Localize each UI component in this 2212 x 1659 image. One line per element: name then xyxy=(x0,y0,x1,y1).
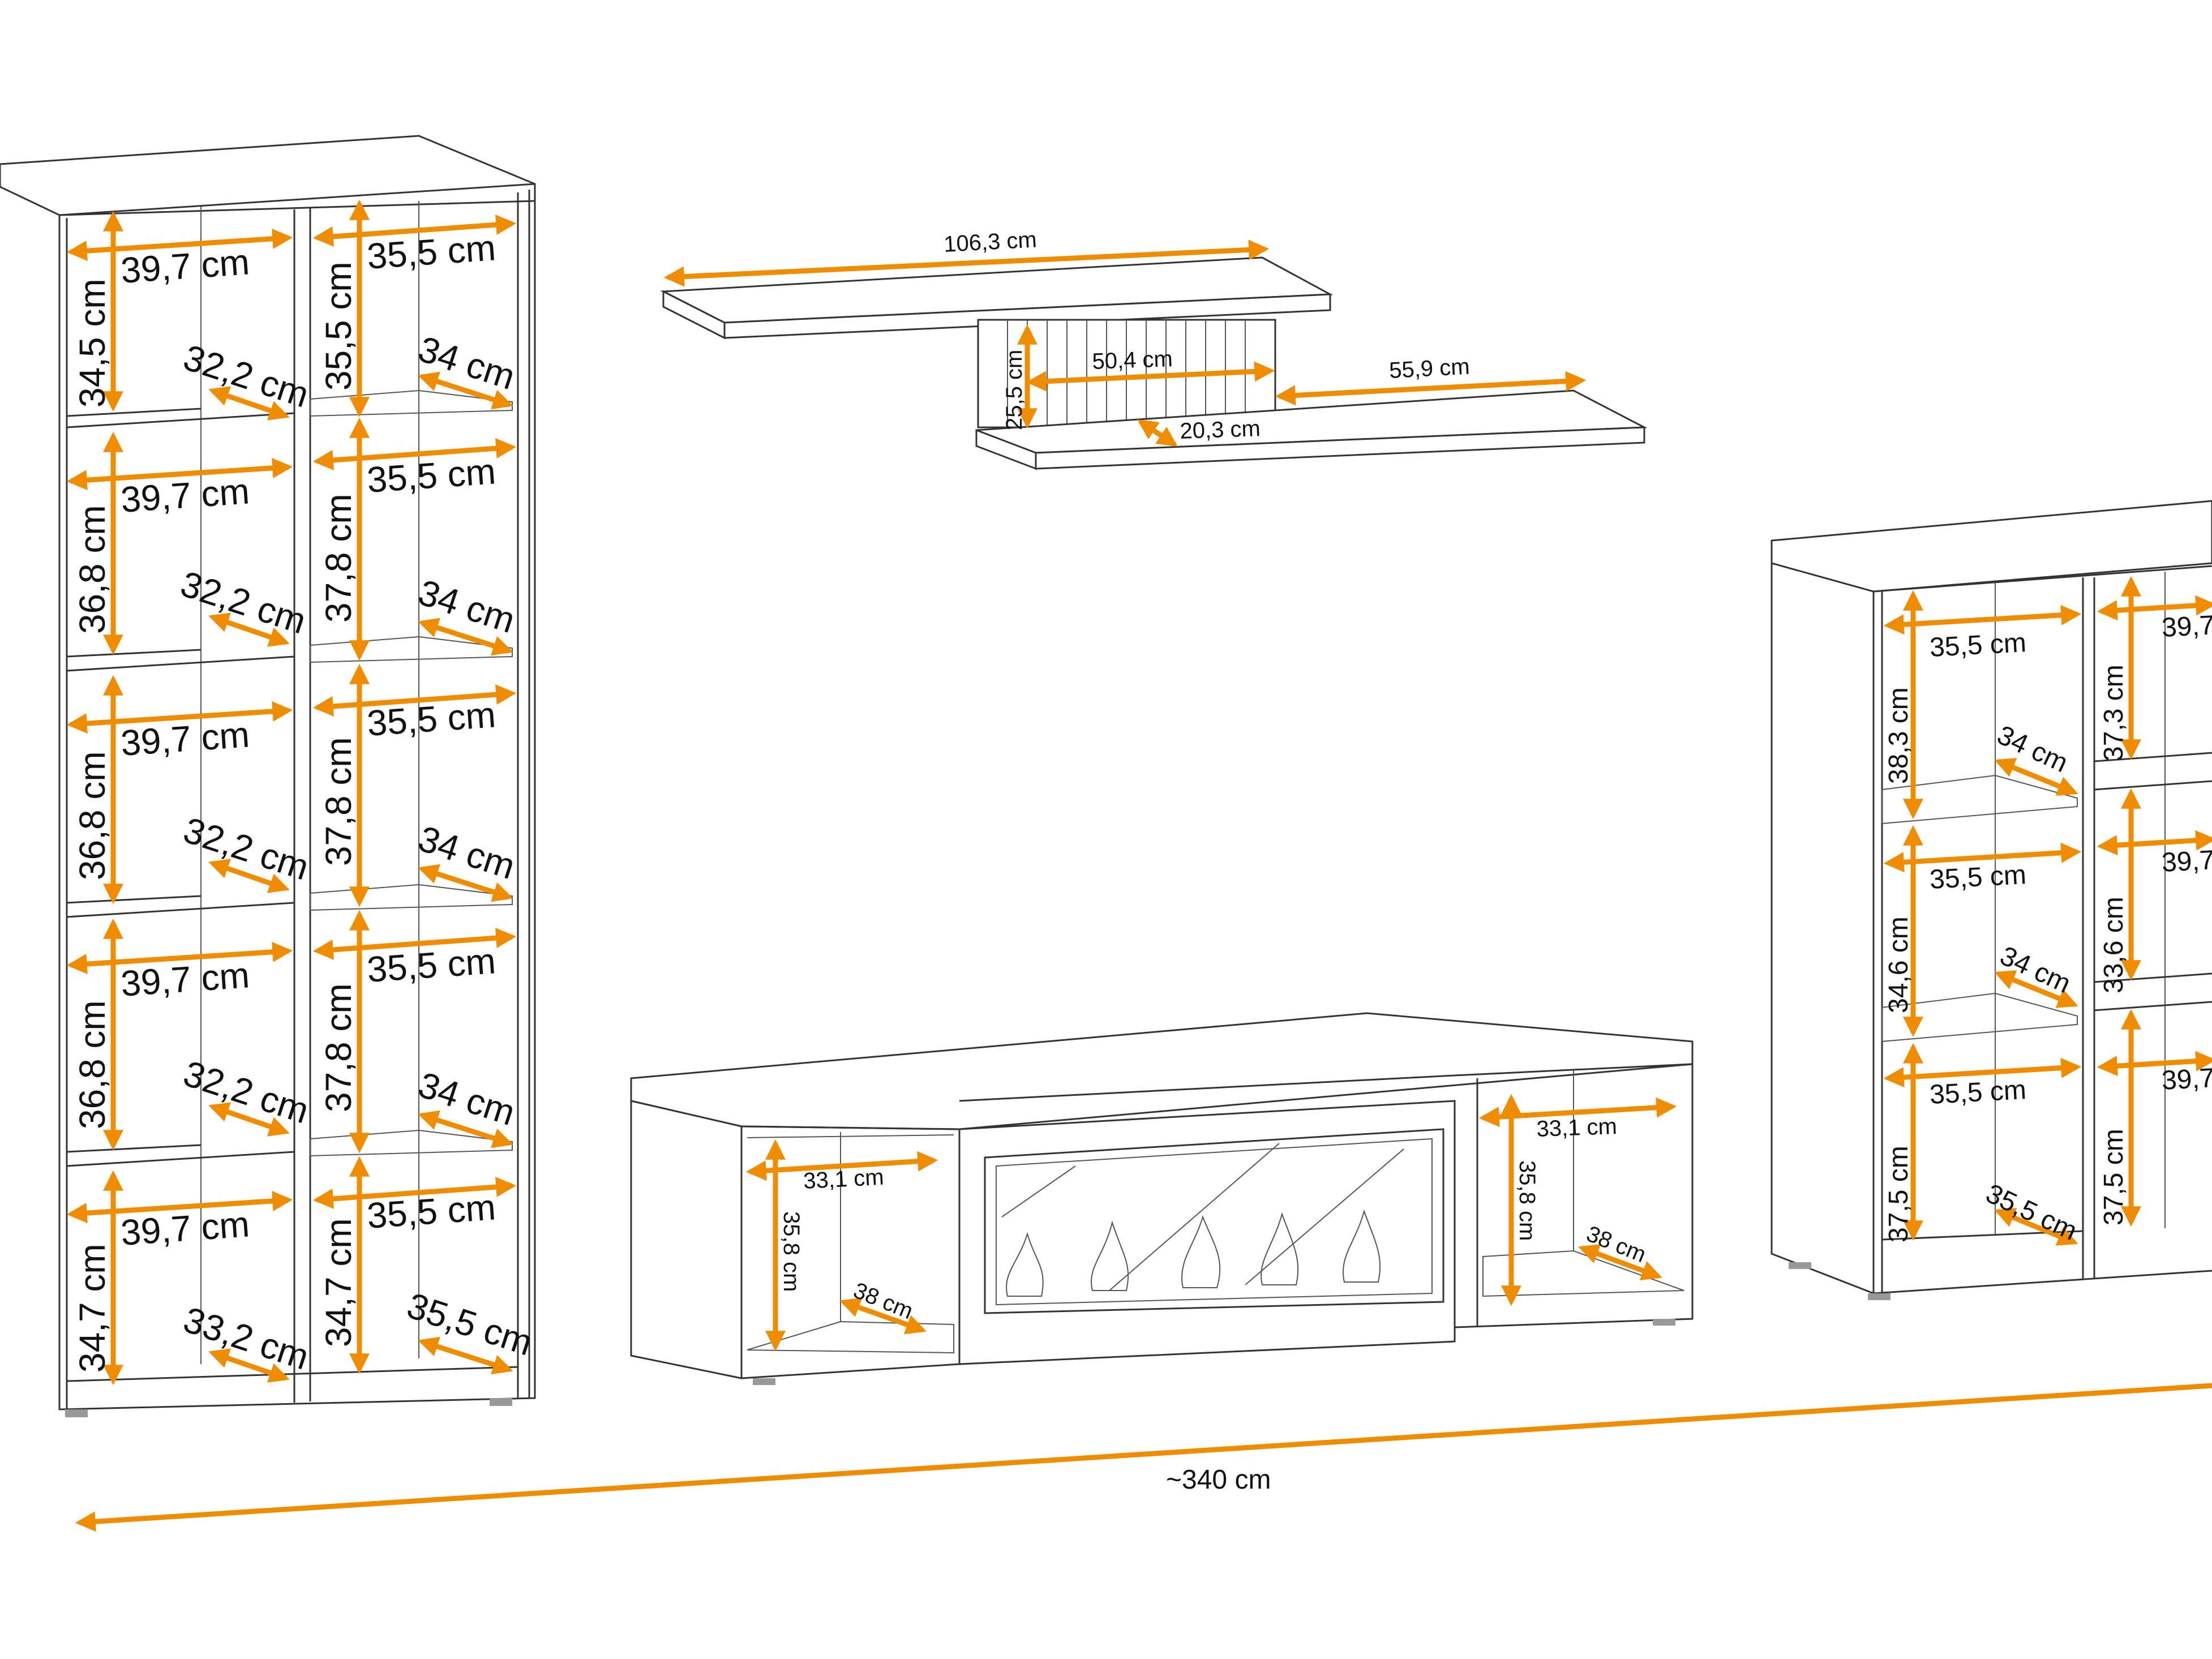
left-cabinet-dimensions xyxy=(66,199,517,1386)
rc-right-height-1: 37,3 cm xyxy=(2099,665,2129,761)
lc-left-height-2: 36,8 cm xyxy=(72,505,113,634)
lc-right-depth-2: 34 cm xyxy=(414,572,520,641)
rc-left-width-1: 35,5 cm xyxy=(1929,628,2027,663)
total-width-dimension: ~340 cm xyxy=(75,1383,2212,1532)
lc-right-height-4: 37,8 cm xyxy=(318,983,359,1112)
lc-left-width-1: 39,7 cm xyxy=(119,241,251,291)
lc-right-width-4: 35,5 cm xyxy=(366,940,497,990)
rc-left-width-2: 35,5 cm xyxy=(1929,860,2027,895)
right-cabinet-dimensions: 35,5 cm 35,5 cm 35,5 cm 38,3 cm 34,6 cm … xyxy=(1883,576,2212,1246)
rc-right-height-3: 37,5 cm xyxy=(2099,1129,2129,1225)
lc-left-height-1: 34,5 cm xyxy=(72,278,113,408)
rc-right-width-2: 39,7 xyxy=(2161,845,2212,878)
rc-right-width-3: 39,7 xyxy=(2161,1063,2212,1096)
shelf-top-width: 106,3 cm xyxy=(943,227,1038,257)
lc-right-height-2: 37,8 cm xyxy=(318,494,359,623)
lc-left-height-3: 36,8 cm xyxy=(72,751,113,880)
lc-right-depth-1: 34 cm xyxy=(414,328,520,397)
tv-left-width: 33,1 cm xyxy=(803,1165,884,1194)
lc-left-height-4: 36,8 cm xyxy=(72,1000,113,1129)
lc-right-width-3: 35,5 cm xyxy=(366,694,497,744)
lc-left-width-5: 39,7 cm xyxy=(119,1203,251,1253)
tv-stand xyxy=(630,1012,1694,1385)
lc-right-width-2: 35,5 cm xyxy=(366,451,497,500)
right-cabinet xyxy=(1771,500,2212,1300)
rc-left-height-2: 34,6 cm xyxy=(1884,916,1914,1013)
shelf-lower-width: 55,9 cm xyxy=(1388,354,1470,383)
lc-left-height-5: 34,7 cm xyxy=(72,1244,113,1373)
lc-right-height-1: 35,5 cm xyxy=(318,262,359,391)
rc-left-height-3: 37,5 cm xyxy=(1884,1146,1914,1242)
tv-left-height: 35,8 cm xyxy=(779,1211,804,1292)
rc-right-height-2: 33,6 cm xyxy=(2099,897,2129,993)
fireplace-flames xyxy=(1006,1209,1381,1297)
lc-right-width-1: 35,5 cm xyxy=(366,227,497,277)
rc-left-height-1: 38,3 cm xyxy=(1884,687,1914,784)
lc-left-width-4: 39,7 cm xyxy=(119,954,251,1004)
tv-right-height: 35,8 cm xyxy=(1515,1160,1540,1241)
tv-right-width: 33,1 cm xyxy=(1536,1114,1618,1142)
wall-shelf-dimensions: 106,3 cm 25,5 cm 50,4 cm 55,9 cm 20,3 cm xyxy=(663,227,1587,447)
shelf-inner-width: 50,4 cm xyxy=(1092,346,1173,374)
lc-left-width-2: 39,7 cm xyxy=(119,470,251,520)
lc-right-height-3: 37,8 cm xyxy=(318,737,359,866)
lc-right-depth-4: 34 cm xyxy=(414,1064,520,1133)
lc-right-width-5: 35,5 cm xyxy=(366,1186,497,1236)
total-width-label: ~340 cm xyxy=(1166,1465,1271,1495)
shelf-depth: 20,3 cm xyxy=(1180,416,1261,444)
rc-left-depth-3: 35,5 cm xyxy=(1981,1178,2081,1246)
rc-left-depth-1: 34 cm xyxy=(1992,720,2072,778)
rc-left-width-3: 35,5 cm xyxy=(1929,1075,2027,1110)
shelf-height: 25,5 cm xyxy=(1002,350,1027,430)
left-cabinet-labels: 39,7 cm 39,7 cm 39,7 cm 39,7 cm 39,7 cm … xyxy=(72,227,537,1377)
lc-left-width-3: 39,7 cm xyxy=(119,714,251,764)
lc-right-height-5: 34,7 cm xyxy=(318,1218,359,1347)
rc-right-width-1: 39,7 xyxy=(2161,610,2212,643)
lc-right-depth-3: 34 cm xyxy=(414,818,520,887)
